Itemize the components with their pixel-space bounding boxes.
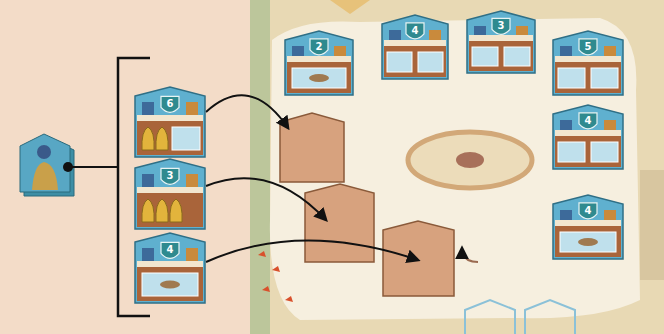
market-stall-card: 5	[552, 30, 624, 96]
market-stall-card: 4	[381, 14, 449, 80]
shield-number: 5	[580, 41, 596, 53]
board-arrow	[462, 248, 478, 262]
well-ring	[408, 132, 532, 188]
market-stall-card: 4	[134, 232, 206, 304]
move-arrow	[206, 178, 326, 220]
card-art	[284, 30, 354, 96]
market-stall-card: 3	[134, 158, 206, 230]
slot-outline	[465, 300, 515, 334]
flowers	[258, 251, 293, 302]
board-edge	[640, 170, 664, 280]
card-art	[381, 14, 449, 80]
empty-slot	[305, 184, 374, 262]
card-art	[134, 158, 206, 230]
market-stall-card: 6	[134, 86, 206, 158]
card-art	[134, 232, 206, 304]
card-stack	[20, 134, 118, 196]
shield-number: 6	[162, 98, 178, 110]
card-art	[466, 10, 536, 74]
market-stall-card: 3	[466, 10, 536, 74]
board-edge	[250, 0, 270, 334]
board	[250, 0, 664, 334]
board-ornament	[330, 0, 370, 14]
plaza	[270, 18, 640, 320]
market-stall-card: 4	[552, 194, 624, 260]
shield-number: 4	[162, 244, 178, 256]
card-art	[552, 104, 624, 170]
shield-number: 4	[407, 25, 423, 37]
move-arrow	[206, 240, 418, 262]
card-art	[552, 30, 624, 96]
shield-number: 4	[580, 115, 596, 127]
card-art	[552, 194, 624, 260]
empty-slot	[383, 221, 454, 296]
shield-number: 4	[580, 205, 596, 217]
shield-number: 3	[162, 170, 178, 182]
well	[456, 152, 484, 168]
slot-outline	[525, 300, 575, 334]
shield-number: 3	[493, 20, 509, 32]
empty-slot	[280, 113, 344, 182]
market-stall-card: 4	[552, 104, 624, 170]
market-stall-card: 2	[284, 30, 354, 96]
shield-number: 2	[311, 41, 327, 53]
card-art	[134, 86, 206, 158]
move-arrow	[206, 95, 288, 128]
